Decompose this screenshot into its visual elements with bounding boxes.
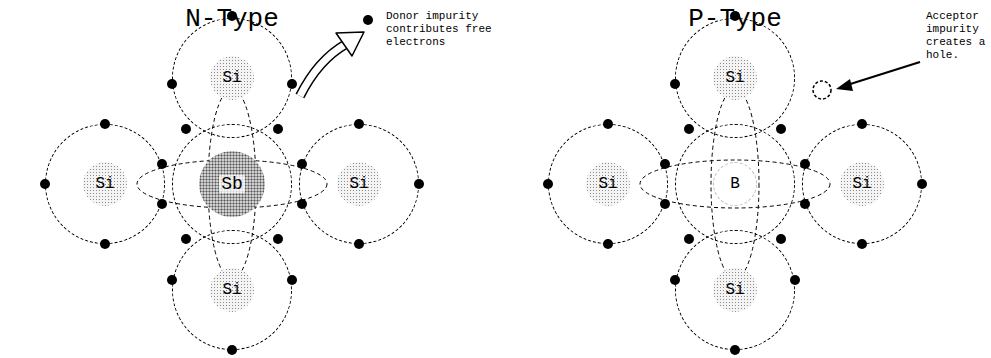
impurity-atom: B xyxy=(675,124,795,244)
free-electron-arrow xyxy=(300,15,373,96)
electron xyxy=(800,159,810,169)
electron xyxy=(181,124,191,134)
silicon-atom: Si xyxy=(675,230,795,350)
nucleus: Si xyxy=(586,162,630,206)
nucleus: Si xyxy=(713,268,757,312)
nucleus: Si xyxy=(210,268,254,312)
atom-symbol: Si xyxy=(222,282,241,298)
nucleus: Si xyxy=(840,162,884,206)
electron xyxy=(273,124,283,134)
electron xyxy=(287,275,297,285)
atom-symbol: Si xyxy=(725,282,744,298)
electron xyxy=(354,239,364,249)
electron xyxy=(730,345,740,355)
callout-note: Donor impurity contributes free electron… xyxy=(386,10,496,49)
electron xyxy=(684,124,694,134)
electron xyxy=(100,239,110,249)
hole-arrow xyxy=(813,62,920,99)
electron xyxy=(800,199,810,209)
silicon-atom: Si xyxy=(299,124,419,244)
electron xyxy=(287,79,297,89)
electron xyxy=(273,234,283,244)
electron xyxy=(227,345,237,355)
electron xyxy=(603,239,613,249)
nucleus: Si xyxy=(337,162,381,206)
electron xyxy=(917,179,927,189)
silicon-atom: Si xyxy=(802,124,922,244)
nucleus: Si xyxy=(210,56,254,100)
atom-symbol: Sb xyxy=(219,175,245,193)
atom-symbol: Si xyxy=(598,176,617,192)
electron xyxy=(790,275,800,285)
electron xyxy=(660,199,670,209)
atom-symbol: Si xyxy=(725,70,744,86)
atom-symbol: Si xyxy=(852,176,871,192)
silicon-atom: Si xyxy=(172,230,292,350)
silicon-atom: Si xyxy=(675,18,795,138)
atom-symbol: B xyxy=(730,176,740,192)
nucleus: B xyxy=(713,162,757,206)
atom-symbol: Si xyxy=(222,70,241,86)
impurity-atom: Sb xyxy=(172,124,292,244)
electron xyxy=(414,179,424,189)
nucleus: Sb xyxy=(199,151,265,217)
electron xyxy=(181,234,191,244)
atom-symbol: Si xyxy=(95,176,114,192)
electron xyxy=(857,239,867,249)
bond-ellipses xyxy=(137,89,830,279)
type-heading: P-Type xyxy=(635,4,835,34)
electron xyxy=(297,159,307,169)
electron xyxy=(684,234,694,244)
electron xyxy=(157,199,167,209)
type-heading: N-Type xyxy=(132,4,332,34)
electron xyxy=(776,234,786,244)
atom-symbol: Si xyxy=(349,176,368,192)
silicon-atom: Si xyxy=(172,18,292,138)
nucleus: Si xyxy=(83,162,127,206)
silicon-atom: Si xyxy=(45,124,165,244)
electron xyxy=(660,159,670,169)
callout-note: Acceptor impurity creates a hole. xyxy=(926,10,988,62)
electron xyxy=(157,159,167,169)
silicon-atom: Si xyxy=(548,124,668,244)
electron-dots xyxy=(40,11,927,355)
nucleus: Si xyxy=(713,56,757,100)
electron xyxy=(297,199,307,209)
electron xyxy=(776,124,786,134)
